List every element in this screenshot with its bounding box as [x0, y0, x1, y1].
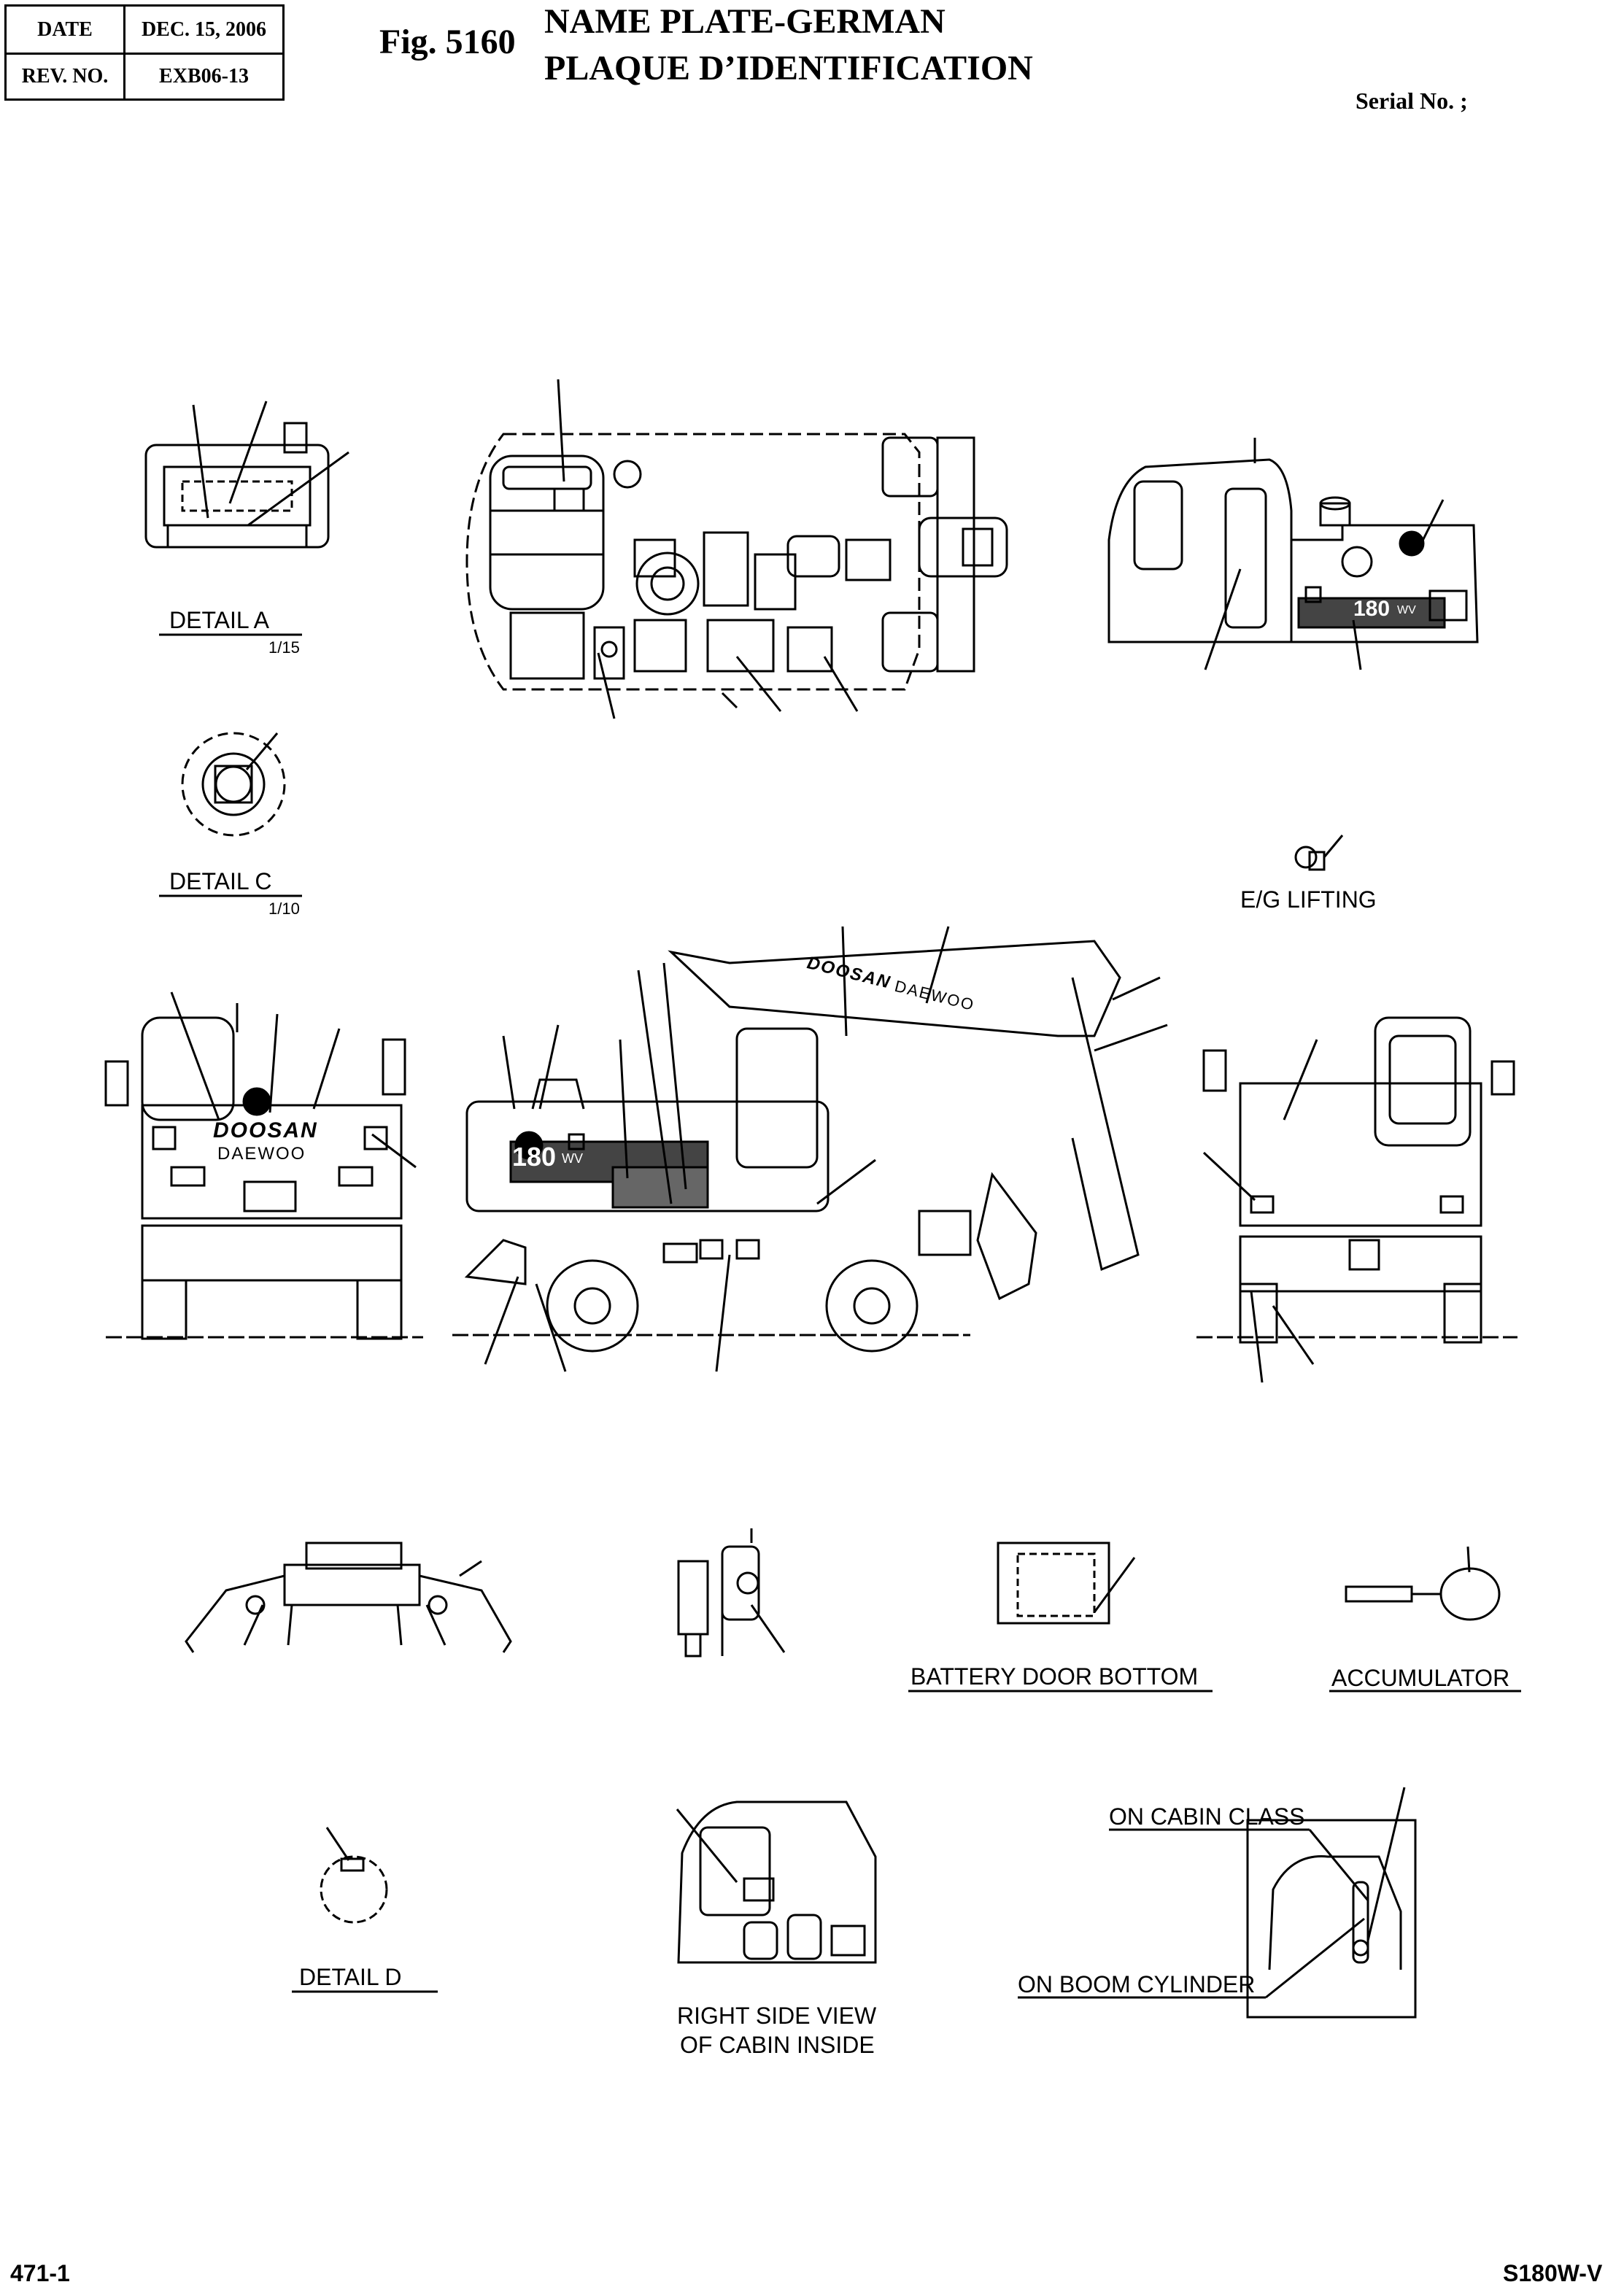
detail-a-scale: 1/15 [268, 638, 300, 657]
cabin-inside-label-line2: OF CABIN INSIDE [680, 2032, 875, 2058]
small-side-model-suffix: WV [1397, 604, 1416, 616]
date-label: DATE [37, 18, 93, 41]
revision-info-box: DATE DEC. 15, 2006 REV. NO. EXB06-13 [4, 4, 285, 101]
eg-lifting-drawing [1294, 835, 1344, 871]
revision-label: REV. NO. [21, 65, 109, 88]
on-boom-cylinder-label: ON BOOM CYLINDER [1018, 1971, 1256, 1997]
on-cabin-class-label: ON CABIN CLASS [1109, 1803, 1305, 1830]
rear-brand-doosan: DOOSAN [213, 1118, 318, 1142]
detail-d-drawing [292, 1827, 438, 1993]
page-number: 471-1 [10, 2260, 70, 2286]
detail-a-label: DETAIL A [169, 607, 269, 633]
detail-c-scale: 1/10 [268, 900, 300, 918]
date-value: DEC. 15, 2006 [141, 18, 267, 41]
detail-d-label: DETAIL D [299, 1964, 402, 1990]
detail-a-drawing [144, 401, 349, 636]
model-code: S180W-V [1503, 2260, 1603, 2286]
page-title: NAME PLATE-GERMAN [544, 2, 946, 41]
accumulator-label: ACCUMULATOR [1331, 1665, 1510, 1691]
rear-view-drawing [104, 991, 423, 1340]
side-view-small-drawing [1107, 438, 1479, 670]
small-side-model-decal: 180 [1353, 597, 1391, 621]
mechanism-drawing [677, 1528, 786, 1657]
eg-lifting-label: E/G LIFTING [1240, 886, 1377, 913]
top-view-drawing [465, 379, 1008, 719]
main-side-view-drawing [452, 926, 1168, 1372]
side-model-suffix: WV [562, 1151, 583, 1166]
figure-number: Fig. 5160 [379, 23, 516, 61]
side-model-decal: 180 [512, 1142, 557, 1172]
battery-door-drawing [908, 1542, 1213, 1693]
cabin-inside-drawing [676, 1800, 877, 1964]
cabin-inside-label-line1: RIGHT SIDE VIEW [677, 2003, 877, 2029]
axle-view-drawing [185, 1542, 512, 1653]
cabin-class-drawing [1018, 1787, 1417, 2019]
page-subtitle: PLAQUE D’IDENTIFICATION [544, 49, 1033, 88]
serial-number-label: Serial No. ; [1356, 88, 1468, 114]
rear-brand-daewoo: DAEWOO [217, 1144, 306, 1164]
battery-door-label: BATTERY DOOR BOTTOM [910, 1663, 1199, 1690]
detail-c-drawing [159, 732, 302, 897]
front-view-drawing [1196, 1016, 1517, 1383]
detail-c-label: DETAIL C [169, 868, 272, 894]
accumulator-drawing [1329, 1546, 1521, 1693]
revision-value: EXB06-13 [159, 65, 249, 88]
